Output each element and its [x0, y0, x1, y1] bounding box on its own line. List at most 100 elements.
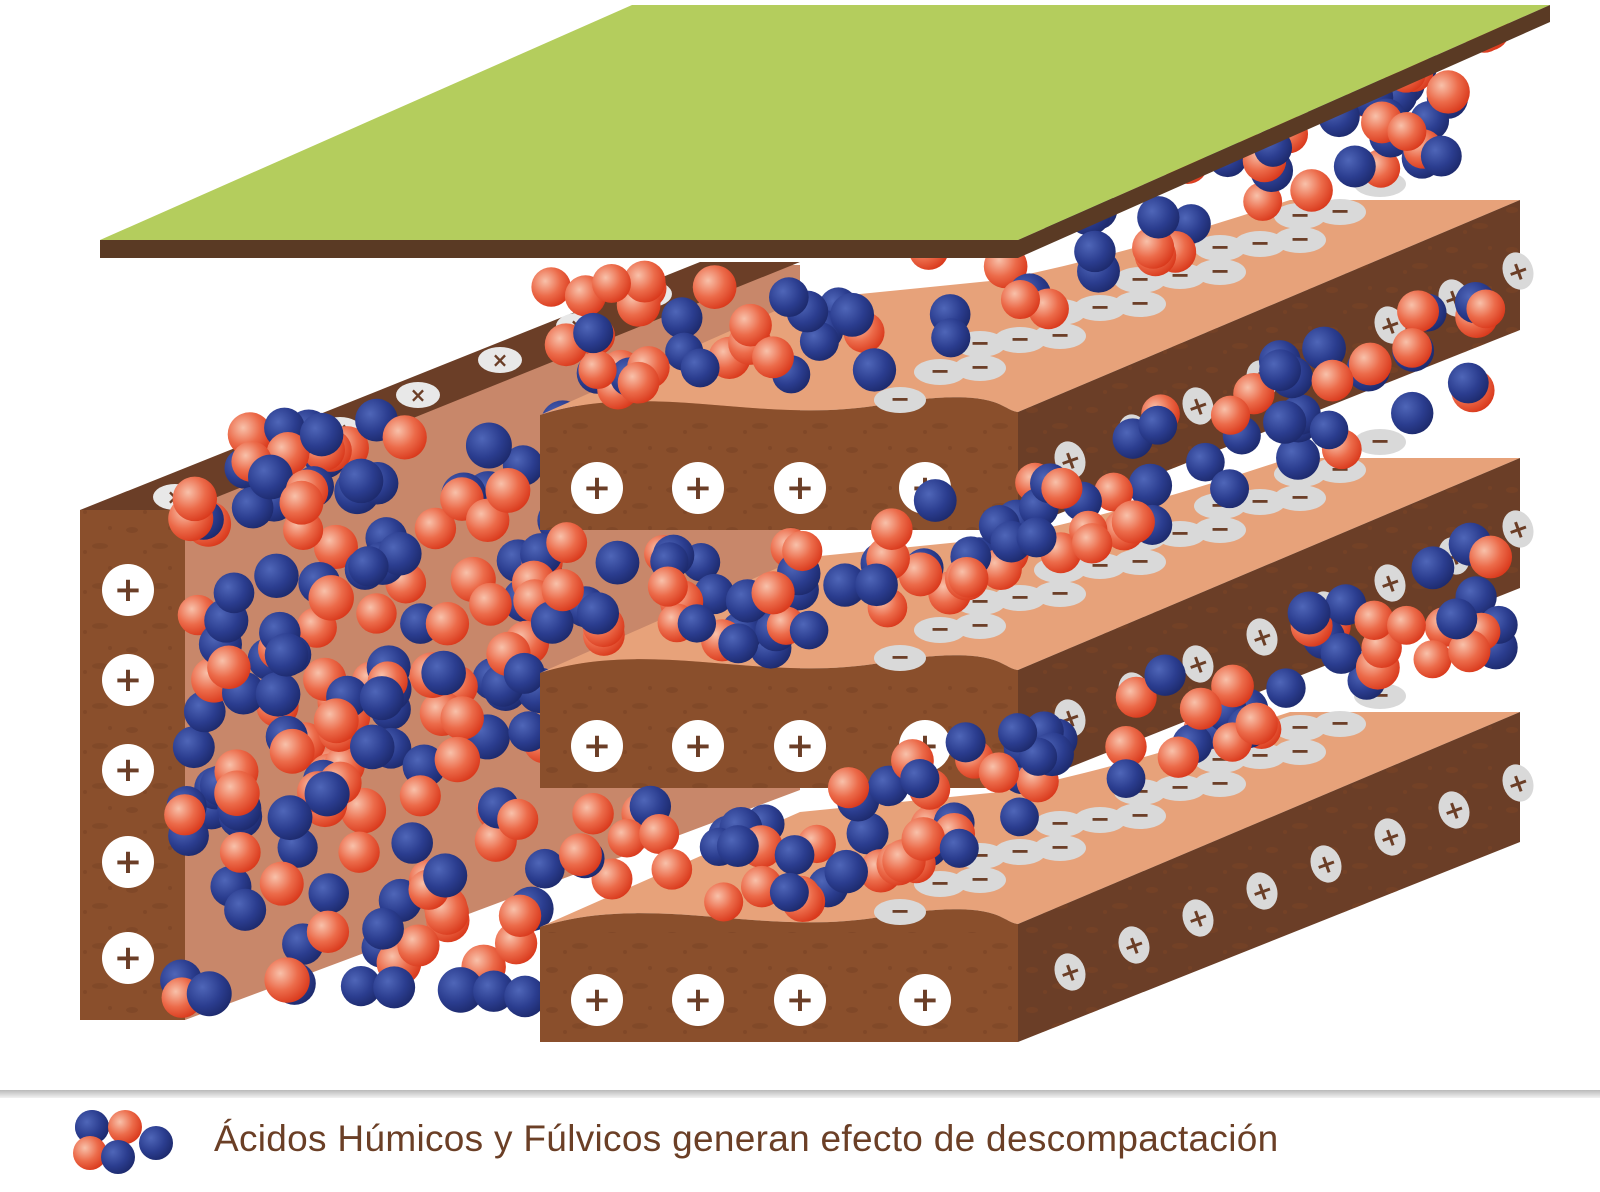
- fulvic-particle: [359, 676, 404, 721]
- fulvic-particle: [1128, 463, 1173, 508]
- humic-particle: [264, 957, 310, 1003]
- svg-text:−: −: [930, 869, 950, 897]
- humic-particle: [531, 267, 571, 307]
- svg-text:−: −: [890, 385, 910, 413]
- svg-text:+: +: [583, 980, 612, 1020]
- svg-text:−: −: [890, 643, 910, 671]
- fulvic-particle: [855, 563, 898, 607]
- svg-text:−: −: [1130, 547, 1150, 575]
- fulvic-particle: [1391, 391, 1434, 435]
- fulvic-particle: [789, 610, 829, 650]
- humic-particle: [1448, 629, 1491, 673]
- humic-particle: [219, 831, 261, 873]
- humic-particle: [607, 818, 647, 858]
- fulvic-particle: [823, 563, 867, 607]
- negative-charge-icon: −: [1074, 293, 1126, 321]
- positive-charge-icon: +: [1502, 510, 1534, 548]
- fulvic-particle: [525, 848, 565, 889]
- humic-particle: [485, 468, 531, 513]
- svg-text:+: +: [786, 726, 815, 766]
- negative-charge-icon: −: [1194, 257, 1246, 285]
- svg-text:−: −: [1090, 293, 1110, 321]
- fulvic-particle: [661, 297, 703, 339]
- humic-particle: [647, 566, 688, 607]
- fulvic-particle: [213, 572, 255, 614]
- svg-text:−: −: [1210, 257, 1230, 285]
- humic-particle: [948, 557, 989, 598]
- svg-text:−: −: [1370, 427, 1390, 455]
- humic-particle: [1348, 342, 1392, 386]
- fulvic-particle: [1320, 632, 1362, 674]
- svg-text:−: −: [1210, 769, 1230, 797]
- fulvic-particle: [377, 531, 422, 576]
- humic-particle: [578, 350, 617, 390]
- humic-particle: [414, 507, 457, 550]
- fulvic-particle: [573, 312, 614, 354]
- humic-particle: [1071, 523, 1113, 564]
- fulvic-particle: [931, 318, 971, 358]
- negative-charge-icon: −: [994, 837, 1046, 865]
- svg-text:−: −: [970, 611, 990, 639]
- fulvic-particle: [769, 277, 809, 317]
- positive-charge-icon: +: [571, 462, 623, 514]
- negative-charge-icon: −: [1034, 833, 1086, 861]
- fulvic-particle: [595, 540, 640, 585]
- positive-charge-icon: +: [672, 720, 724, 772]
- negative-charge-icon: −: [954, 611, 1006, 639]
- humic-particle: [306, 910, 350, 953]
- svg-text:+: +: [684, 468, 713, 508]
- fulvic-particle: [1309, 410, 1349, 450]
- legend-divider: [0, 1090, 1600, 1098]
- humic-particle: [399, 775, 441, 817]
- humic-particle: [259, 861, 304, 906]
- humic-particle: [1157, 736, 1199, 778]
- fulvic-particle: [504, 975, 546, 1018]
- svg-text:−: −: [1130, 801, 1150, 829]
- humic-particle: [617, 361, 660, 404]
- negative-charge-icon: −: [874, 643, 926, 671]
- svg-text:−: −: [970, 329, 990, 357]
- humic-particle: [214, 770, 260, 816]
- negative-charge-icon: −: [1354, 427, 1406, 455]
- negative-charge-icon: −: [1274, 713, 1326, 741]
- fulvic-particle: [774, 835, 815, 875]
- fulvic-particle: [716, 825, 759, 867]
- svg-text:−: −: [930, 615, 950, 643]
- fulvic-particle: [348, 546, 389, 587]
- humic-particle: [1041, 467, 1083, 509]
- svg-text:−: −: [1290, 737, 1310, 765]
- svg-text:+: +: [583, 468, 612, 508]
- fulvic-particle: [900, 759, 940, 799]
- humic-particle: [1111, 500, 1155, 544]
- svg-text:+: +: [114, 660, 143, 700]
- humic-particle: [558, 833, 602, 877]
- humic-particle: [440, 696, 484, 740]
- humic-particle: [729, 303, 772, 347]
- negative-charge-icon: −: [1114, 547, 1166, 575]
- left-slab-positive-charges: + + + + +: [102, 564, 154, 984]
- humic-particle: [1094, 472, 1134, 512]
- humic-particle: [623, 260, 666, 303]
- fulvic-particle: [473, 970, 515, 1012]
- humic-particle: [1392, 328, 1432, 368]
- negative-charge-icon: −: [954, 865, 1006, 893]
- humic-particle: [338, 831, 380, 873]
- positive-charge-icon: +: [571, 720, 623, 772]
- humic-particle: [1115, 676, 1157, 718]
- fulvic-particle: [255, 671, 301, 717]
- fulvic-particle: [1436, 598, 1478, 640]
- fulvic-particle: [1259, 349, 1302, 392]
- fulvic-particle: [1106, 759, 1146, 798]
- humic-fulvic-molecule-cluster-icon: [73, 1110, 173, 1174]
- svg-text:+: +: [114, 842, 143, 882]
- humic-particle: [898, 552, 943, 597]
- fulvic-particle: [186, 971, 232, 1017]
- humic-particle: [397, 924, 440, 967]
- humic-particle: [1290, 169, 1333, 212]
- horizontal-soil-layers: ++++++++++++−−−−−−−−−−−−−−−−−−++++++++++…: [513, 9, 1534, 1042]
- svg-text:+: +: [786, 980, 815, 1020]
- humic-particle: [591, 858, 633, 900]
- negative-charge-icon: −: [874, 897, 926, 925]
- fulvic-particle: [1263, 400, 1307, 444]
